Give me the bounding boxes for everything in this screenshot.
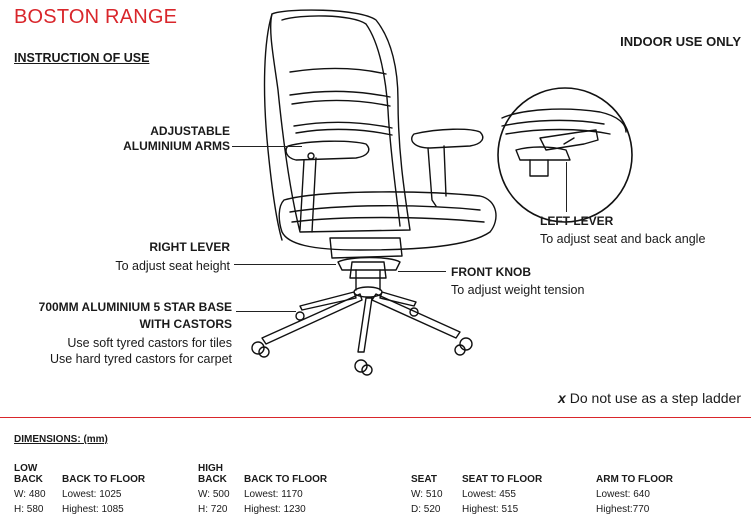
base-title-line1: 700MM ALUMINIUM 5 STAR BASE: [38, 300, 232, 314]
front-knob-title: FRONT KNOB: [451, 265, 531, 279]
seat-highest: Highest: 515: [462, 504, 519, 515]
high-back-lowest: Lowest: 1170: [244, 489, 303, 500]
seat-lowest: Lowest: 455: [462, 489, 516, 500]
high-back-w: W: 500: [198, 489, 230, 500]
front-knob-desc: To adjust weight tension: [451, 283, 585, 297]
page-title: BOSTON RANGE: [14, 6, 178, 28]
right-lever-title: RIGHT LEVER: [149, 240, 230, 254]
left-lever-desc: To adjust seat and back angle: [540, 232, 706, 246]
low-back-label2: BACK: [14, 474, 43, 485]
seat-floor: Lowest: 455 Highest: 515: [462, 487, 518, 517]
arm-floor: Lowest: 640 Highest:770: [596, 487, 650, 517]
leader-right-lever: [234, 264, 336, 265]
castor-4: [295, 311, 305, 321]
low-back-heading: LOW BACK: [14, 463, 43, 485]
instruction-heading: INSTRUCTION OF USE: [14, 51, 150, 65]
high-back-highest: Highest: 1230: [244, 504, 306, 515]
zoom-detail-circle: [497, 87, 633, 223]
indoor-use-label: INDOOR USE ONLY: [620, 34, 741, 49]
arms-label-line2: ALUMINIUM ARMS: [123, 139, 230, 153]
base-title-line2: WITH CASTORS: [139, 317, 232, 331]
high-back-h: H: 720: [198, 504, 228, 515]
seat-w: W: 510: [411, 489, 443, 500]
high-back-size: W: 500 H: 720: [198, 487, 230, 517]
arms-label-line1: ADJUSTABLE: [150, 124, 230, 138]
high-back-label2: BACK: [198, 474, 227, 485]
base-label: 700MM ALUMINIUM 5 STAR BASE WITH CASTORS…: [10, 300, 232, 367]
seat: [278, 191, 497, 251]
arm-highest: Highest:770: [596, 504, 650, 515]
castor-3: [354, 359, 368, 373]
left-arm: [285, 140, 370, 161]
low-back-label1: LOW: [14, 463, 38, 474]
leader-arms: [232, 146, 302, 147]
low-back-w: W: 480: [14, 489, 46, 500]
leader-base: [236, 311, 296, 312]
low-back-floor: Lowest: 1025 Highest: 1085: [62, 487, 124, 517]
castor-1: [251, 341, 265, 355]
high-back-label1: HIGH: [198, 463, 223, 474]
right-lever-label: RIGHT LEVER To adjust seat height: [60, 240, 230, 274]
seat-d: D: 520: [411, 504, 441, 515]
arm-lowest: Lowest: 640: [596, 489, 650, 500]
backrest: [269, 9, 411, 233]
right-arm: [411, 128, 484, 149]
castor-5: [409, 307, 419, 317]
section-divider: [0, 417, 751, 418]
seat-size: W: 510 D: 520: [411, 487, 443, 517]
arm-floor-title: ARM TO FLOOR: [596, 474, 674, 485]
high-back-floor: Lowest: 1170 Highest: 1230: [244, 487, 306, 517]
front-knob-label: FRONT KNOB To adjust weight tension: [451, 265, 651, 298]
leader-front-knob: [398, 271, 446, 272]
left-lever-label: LEFT LEVER To adjust seat and back angle: [540, 214, 745, 247]
low-back-h: H: 580: [14, 504, 44, 515]
castor-2: [459, 337, 473, 351]
right-lever-desc: To adjust seat height: [115, 259, 230, 273]
leader-left-lever: [566, 162, 567, 212]
warning-x-mark: x: [557, 390, 566, 406]
star-base: [261, 293, 363, 345]
low-back-floor-title: BACK TO FLOOR: [62, 474, 146, 485]
low-back-highest: Highest: 1085: [62, 504, 124, 515]
warning-text: Do not use as a step ladder: [569, 390, 741, 406]
low-back-lowest: Lowest: 1025: [62, 489, 122, 500]
seat-heading: SEAT: [411, 474, 437, 485]
dimensions-title: DIMENSIONS: (mm): [14, 434, 108, 445]
base-desc-line1: Use soft tyred castors for tiles: [67, 336, 232, 350]
left-lever-title: LEFT LEVER: [540, 214, 614, 228]
arms-label: ADJUSTABLE ALUMINIUM ARMS: [80, 124, 230, 154]
high-back-floor-title: BACK TO FLOOR: [244, 474, 328, 485]
seat-floor-title: SEAT TO FLOOR: [462, 474, 543, 485]
high-back-heading: HIGH BACK: [198, 463, 227, 485]
base-desc-line2: Use hard tyred castors for carpet: [49, 352, 232, 366]
low-back-size: W: 480 H: 580: [14, 487, 46, 517]
